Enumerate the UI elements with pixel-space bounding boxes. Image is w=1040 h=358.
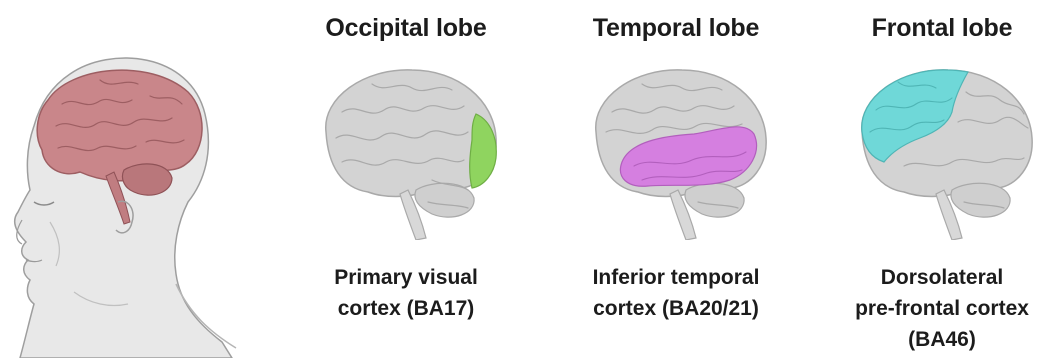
- region-label: Inferior temporal cortex (BA20/21): [556, 262, 796, 324]
- label-line-1: Inferior temporal: [556, 262, 796, 293]
- label-line-2: cortex (BA17): [286, 293, 526, 324]
- brain-temporal-illustration: [582, 62, 772, 240]
- cerebellum: [951, 183, 1010, 217]
- occipital-lobe-panel: Occipital lobe Primary visual cortex (B: [286, 0, 526, 358]
- head-profile-illustration: [0, 52, 240, 358]
- cerebellum: [685, 183, 744, 217]
- label-line-2: cortex (BA20/21): [556, 293, 796, 324]
- panel-title: Frontal lobe: [822, 14, 1040, 43]
- frontal-lobe-panel: Frontal lobe Dor: [822, 0, 1040, 358]
- panel-title: Temporal lobe: [556, 14, 796, 43]
- brain-occipital-illustration: [312, 62, 502, 240]
- label-line-1: Dorsolateral: [822, 262, 1040, 293]
- region-label: Dorsolateral pre-frontal cortex (BA46): [822, 262, 1040, 355]
- panel-title: Occipital lobe: [286, 14, 526, 43]
- label-line-2: pre-frontal cortex: [822, 293, 1040, 324]
- temporal-lobe-panel: Temporal lobe Inferior temp: [556, 0, 796, 358]
- label-line-1: Primary visual: [286, 262, 526, 293]
- region-label: Primary visual cortex (BA17): [286, 262, 526, 324]
- brain-frontal-illustration: [848, 62, 1038, 240]
- label-line-3: (BA46): [822, 324, 1040, 355]
- head-cerebellum: [122, 164, 172, 195]
